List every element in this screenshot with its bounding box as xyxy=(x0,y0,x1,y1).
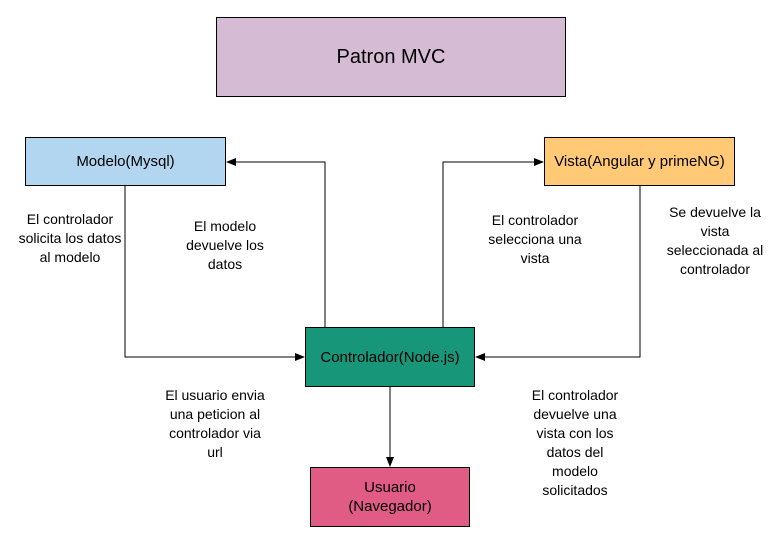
controlador-node: Controlador(Node.js) xyxy=(305,327,475,387)
arrow-controlador-to-vista xyxy=(442,158,544,327)
page-title: Patron MVC xyxy=(216,17,566,97)
note-usuario-envia: El usuario envia una peticion al control… xyxy=(165,387,265,460)
vista-node: Vista(Angular y primeNG) xyxy=(544,137,735,186)
arrow-modelo-to-controlador xyxy=(124,186,305,361)
arrow-controlador-to-modelo xyxy=(226,158,326,327)
note-vista-devuelta: Se devuelve la vista seleccionada al con… xyxy=(666,204,764,277)
modelo-node: Modelo(Mysql) xyxy=(25,137,226,186)
note-controlador-solicita: El controlador solicita los datos al mod… xyxy=(18,211,122,265)
note-modelo-devuelve: El modelo devuelve los datos xyxy=(186,218,264,272)
note-controlador-selecciona: El controlador selecciona una vista xyxy=(488,212,582,266)
arrow-vista-to-controlador xyxy=(475,186,641,361)
usuario-node: Usuario (Navegador) xyxy=(310,467,470,527)
note-controlador-devuelve: El controlador devuelve una vista con lo… xyxy=(531,387,619,498)
